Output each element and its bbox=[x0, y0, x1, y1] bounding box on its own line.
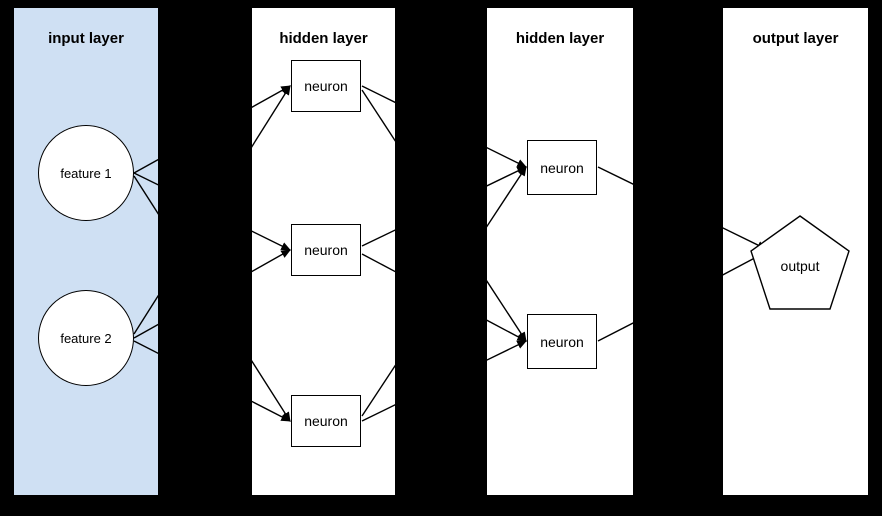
layer-title-hidden-1: hidden layer bbox=[279, 30, 368, 47]
node-output-pentagon[interactable] bbox=[748, 213, 852, 317]
node-hidden1-neuron-2[interactable]: neuron bbox=[291, 224, 361, 276]
node-label-hidden2-neuron-2: neuron bbox=[540, 333, 584, 350]
node-hidden1-neuron-1[interactable]: neuron bbox=[291, 60, 361, 112]
node-label-feature-2: feature 2 bbox=[60, 330, 112, 346]
node-label-hidden2-neuron-1: neuron bbox=[540, 159, 584, 176]
node-feature-1[interactable]: feature 1 bbox=[38, 125, 134, 221]
pentagon-shape bbox=[750, 215, 850, 310]
node-label-output: output bbox=[780, 258, 820, 274]
layer-panel-input: input layer bbox=[14, 8, 158, 495]
node-hidden1-neuron-3[interactable]: neuron bbox=[291, 395, 361, 447]
node-label-hidden1-neuron-1: neuron bbox=[304, 78, 348, 94]
layer-title-output: output layer bbox=[752, 30, 839, 47]
node-label-hidden1-neuron-3: neuron bbox=[304, 413, 348, 429]
node-hidden2-neuron-2[interactable]: neuron bbox=[527, 314, 597, 369]
node-label-feature-1: feature 1 bbox=[60, 165, 112, 181]
node-label-hidden1-neuron-2: neuron bbox=[304, 242, 348, 258]
node-feature-2[interactable]: feature 2 bbox=[38, 290, 134, 386]
node-hidden2-neuron-1[interactable]: neuron bbox=[527, 140, 597, 195]
layer-title-input: input layer bbox=[48, 30, 124, 47]
layer-title-hidden-2: hidden layer bbox=[515, 30, 605, 47]
layer-panel-hidden-2: hidden layer bbox=[487, 8, 633, 495]
